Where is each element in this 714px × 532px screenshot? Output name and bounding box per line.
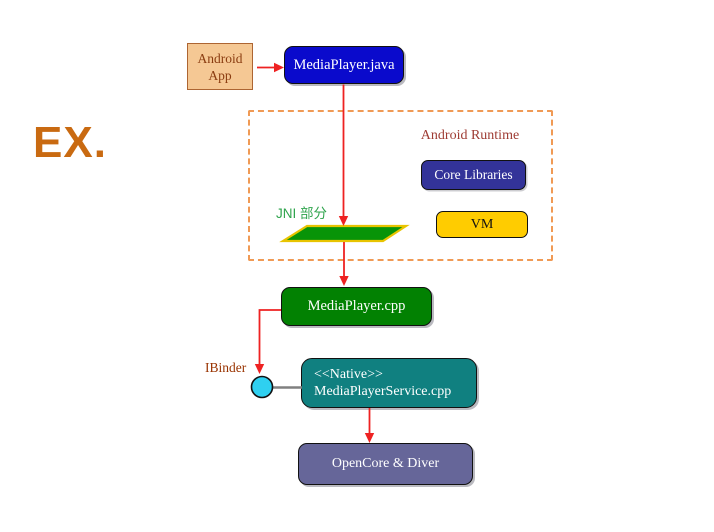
native-mediaplayerservice-box: <<Native>> MediaPlayerService.cpp — [301, 358, 477, 408]
opencore-box: OpenCore & Diver — [298, 443, 473, 485]
ibinder-label: IBinder — [205, 360, 247, 375]
android-runtime-group-frame — [248, 110, 553, 261]
android-runtime-group-label: Android Runtime — [420, 128, 520, 143]
mediaplayer-java-label: MediaPlayer.java — [293, 56, 395, 73]
android-app-box: Android App — [187, 43, 253, 90]
arrow-cpp-to-ibinder-line — [258, 309, 281, 365]
mediaplayer-cpp-box: MediaPlayer.cpp — [281, 287, 432, 326]
mediaplayer-java-box: MediaPlayer.java — [284, 46, 404, 84]
opencore-label: OpenCore & Diver — [331, 456, 440, 471]
core-libraries-label: Core Libraries — [434, 167, 513, 182]
native-stereotype-label: <<Native>> — [314, 366, 383, 382]
arrow-jni-to-cpp-head — [339, 276, 349, 286]
arrow-native-to-opencore-head — [364, 433, 375, 443]
arrow-app-to-java-head — [274, 62, 284, 73]
mediaplayer-cpp-label: MediaPlayer.cpp — [307, 298, 406, 314]
slide-heading: EX. — [33, 118, 107, 167]
core-libraries-box: Core Libraries — [421, 160, 526, 190]
vm-box: VM — [436, 211, 528, 238]
ibinder-circle — [250, 375, 274, 399]
vm-label: VM — [470, 216, 494, 232]
jni-label: JNI 部分 — [276, 206, 328, 221]
android-app-label-line1: Android — [197, 50, 243, 66]
android-app-label-line2: App — [208, 67, 232, 83]
native-service-label: MediaPlayerService.cpp — [314, 384, 452, 399]
arrow-cpp-to-ibinder-head — [254, 364, 265, 374]
